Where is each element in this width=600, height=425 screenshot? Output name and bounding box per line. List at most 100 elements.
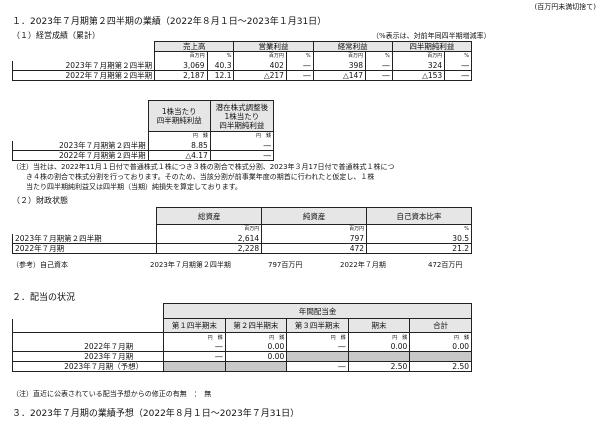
cell: △147 (312, 69, 367, 81)
cell: 398 (312, 60, 367, 71)
cell: 324 (391, 60, 446, 71)
unit: 百万円 (391, 51, 446, 61)
cell: ― (209, 149, 275, 161)
section1-title: １．2023年７月期第２四半期の業績（2022年８月１日～2023年１月31日） (12, 17, 327, 27)
unit: % (285, 51, 314, 61)
cell: △4.17 (147, 149, 211, 161)
reference-value-1: 797百万円 (268, 261, 303, 269)
table-row: 2023年７月期第２四半期 2,614 797 30.5 (11, 233, 472, 244)
table-row: 2022年７月期 ― 0.00 ― 0.00 0.00 (11, 342, 472, 352)
footnote-line: 当たり四半期純利益又は四半期（当期）純損失を算定しております。 (12, 183, 242, 191)
row-label: 2022年７月期第２四半期 (12, 149, 149, 161)
reference-period-1: 2023年７月期第２四半期 (150, 261, 231, 269)
unit: 円 銭 (409, 332, 472, 342)
cell: 30.5 (366, 233, 472, 244)
table-row: 2022年７月期 2,228 472 21.2 (11, 242, 472, 254)
cell-shaded (409, 351, 472, 362)
unit: 円 銭 (163, 332, 226, 342)
unit: 百万円 (312, 51, 367, 61)
cell: 0.00 (224, 351, 288, 362)
cell: 2,228 (156, 242, 263, 254)
table-row: 2023年７月期（予想） ― 2.50 2.50 (11, 361, 472, 372)
cell: 797 (261, 233, 368, 244)
row-label: 2023年７月期（予想） (11, 361, 165, 372)
cell: 0.00 (224, 342, 288, 352)
header-diluted-eps: 潜在株式調整後 1株当たり 四半期純利益 (209, 100, 275, 132)
cell: ― (163, 342, 226, 352)
header-line: 四半期純利益 (156, 116, 202, 125)
cell-shaded (286, 351, 349, 362)
row-label: 2023年７月期第２四半期 (11, 233, 158, 244)
cell-shaded (347, 351, 411, 362)
header-year-end: 期末 (347, 318, 411, 333)
cell: ― (163, 351, 226, 362)
table-row: 2022年７月期第２四半期 △4.17 ― (12, 149, 275, 161)
currency-note: (百万円未満切捨て) (534, 3, 596, 11)
footnote-line: （注）当社は、2022年11月１日付で普通株式１株につき３株の割合で株式分割、2… (12, 163, 395, 171)
unit: 円 銭 (209, 131, 275, 141)
operating-results-table: 売上高 営業利益 経常利益 四半期純利益 百万円 % 百万円 % 百万円 % 百… (11, 41, 473, 81)
cell-shaded (224, 361, 288, 372)
cell: 0.00 (409, 342, 472, 352)
operating-results-heading: （１）経営成績（累計） (12, 31, 100, 40)
row-label: 2023年７月期第２四半期 (12, 140, 149, 151)
cell: ― (444, 69, 472, 81)
cell: ― (285, 60, 314, 71)
table-row: 2023年７月期 ― 0.00 (11, 351, 472, 362)
unit: 円 銭 (286, 332, 349, 342)
cell: 472 (261, 242, 368, 254)
cell: 40.3 (206, 60, 235, 71)
header-total-assets: 総資産 (156, 207, 263, 225)
unit: 百万円 (233, 51, 287, 61)
header-ordinary-profit: 経常利益 (312, 41, 393, 52)
cell: 12.1 (206, 69, 235, 81)
footnote-line: き４株の割合で株式分割を行っております。そのため、当該分割が前事業年度の期首に行… (12, 173, 375, 181)
table-row: 2023年７月期第２四半期 8.85 ― (12, 140, 275, 151)
cell: ― (286, 342, 349, 352)
table-row: 2022年７月期第２四半期 2,187 12.1 △217 ― △147 ― △… (11, 69, 472, 81)
header-net-assets: 純資産 (261, 207, 368, 225)
eps-table: 1株当たり 四半期純利益 潜在株式調整後 1株当たり 四半期純利益 円 銭 円 … (12, 100, 275, 161)
header-annual-dividend: 年間配当金 (163, 303, 472, 319)
section2-title: ２．配当の状況 (12, 293, 76, 303)
header-operating-profit: 営業利益 (233, 41, 314, 52)
cell: 2.50 (409, 361, 472, 372)
split-footnote: （注）当社は、2022年11月１日付で普通株式１株につき３株の割合で株式分割、2… (12, 162, 394, 192)
unit: 百万円 (261, 224, 368, 234)
reference-period-2: 2022年７月期 (340, 261, 386, 269)
cell: 2,187 (154, 69, 208, 81)
row-label: 2023年７月期第２四半期 (11, 60, 156, 71)
header-sales: 売上高 (154, 41, 235, 52)
header-line: 1株当たり (224, 111, 260, 121)
dividend-table: 年間配当金 第１四半期末 第２四半期末 第３四半期末 期末 合計 円 銭 円 銭… (11, 303, 472, 372)
row-label: 2022年７月期第２四半期 (11, 69, 156, 81)
financial-position-table: 総資産 純資産 自己資本比率 百万円 百万円 % 2023年７月期第２四半期 2… (11, 207, 472, 254)
row-label: 2023年７月期 (11, 351, 165, 362)
header-equity-ratio: 自己資本比率 (366, 207, 472, 225)
cell: 2,614 (156, 233, 263, 244)
cell-shaded (163, 361, 226, 372)
cell: ― (209, 140, 275, 151)
cell: ― (365, 69, 393, 81)
financial-position-heading: （２）財政状態 (12, 196, 68, 205)
row-label: 2022年７月期 (11, 342, 165, 352)
header-line: 四半期純利益 (219, 120, 265, 130)
unit: % (365, 51, 393, 61)
header-line: 潜在株式調整後 (215, 102, 269, 112)
cell: 402 (233, 60, 287, 71)
percent-note: （%表示は、対前年同四半期増減率） (372, 32, 491, 40)
header-eps: 1株当たり 四半期純利益 (147, 100, 211, 132)
unit: % (206, 51, 235, 61)
header-q2: 第２四半期末 (224, 318, 288, 333)
header-q3: 第３四半期末 (286, 318, 349, 333)
unit: 百万円 (156, 224, 263, 234)
header-line: 1株当たり (161, 107, 197, 116)
cell: 3,069 (154, 60, 208, 71)
reference-value-2: 472百万円 (428, 261, 463, 269)
dividend-revision-note: （注）直近に公表されている配当予想からの修正の有無 ： 無 (12, 390, 212, 398)
cell: △153 (391, 69, 446, 81)
header-q1: 第１四半期末 (163, 318, 226, 333)
cell: ― (365, 60, 393, 71)
unit: 円 銭 (224, 332, 288, 342)
unit: 円 銭 (347, 332, 411, 342)
